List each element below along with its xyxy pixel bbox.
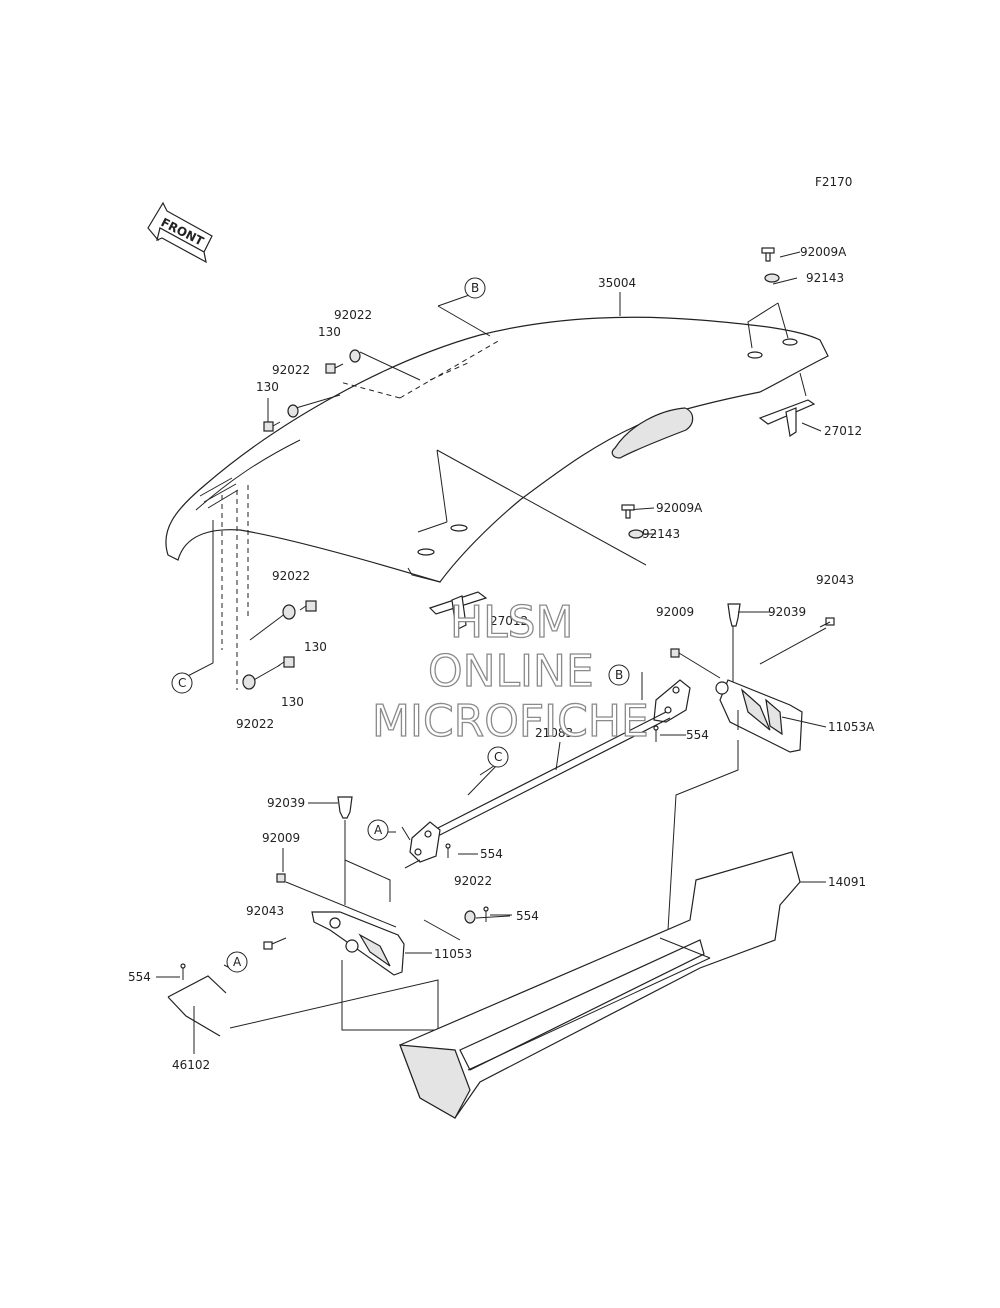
washer-92022-c xyxy=(282,604,296,620)
label-554-mid: 554 xyxy=(480,847,503,861)
bolt-130-c xyxy=(299,600,317,612)
label-130-c: 130 xyxy=(304,640,327,654)
clip-92039-right xyxy=(727,603,741,627)
label-11053A: 11053A xyxy=(828,720,875,734)
bracket-11053A xyxy=(715,679,803,753)
label-92022-a: 92022 xyxy=(334,308,372,322)
bolt-92009-right xyxy=(670,648,680,658)
label-21083: 21083 xyxy=(535,726,573,740)
bolt-92043-right xyxy=(819,617,835,628)
label-130-d: 130 xyxy=(281,695,304,709)
hinge-plate-right xyxy=(653,679,691,723)
svg-text:B: B xyxy=(471,281,479,295)
svg-text:C: C xyxy=(178,676,186,690)
label-27012-right: 27012 xyxy=(824,424,862,438)
washer-92022-d xyxy=(242,674,256,690)
pin-554-mid xyxy=(445,843,451,858)
label-92043-right: 92043 xyxy=(816,573,854,587)
washer-92022-low xyxy=(464,910,476,924)
rod-46102 xyxy=(167,975,227,1037)
bolt-92009A-top xyxy=(761,247,775,262)
svg-text:C: C xyxy=(494,750,502,764)
bolt-92009-left xyxy=(276,873,286,883)
callout-b-top: B xyxy=(464,277,486,299)
cover-14091 xyxy=(399,851,801,1119)
label-554-low: 554 xyxy=(516,909,539,923)
callout-b-right: B xyxy=(608,664,630,686)
label-92009-left: 92009 xyxy=(262,831,300,845)
svg-text:MICROFICHE: MICROFICHE xyxy=(372,696,649,747)
label-35004: 35004 xyxy=(598,276,636,290)
nut-92143-top xyxy=(764,273,780,283)
bolt-130-d xyxy=(277,656,295,668)
front-arrow-icon: FRONT xyxy=(147,201,213,264)
watermark: HLSM ONLINE MICROFICHE xyxy=(371,596,649,747)
label-92043-left: 92043 xyxy=(246,904,284,918)
svg-text:ONLINE: ONLINE xyxy=(428,646,594,697)
label-92143-mid: 92143 xyxy=(642,527,680,541)
label-554-right: 554 xyxy=(686,728,709,742)
label-92009A-mid: 92009A xyxy=(656,501,703,515)
bolt-130-b xyxy=(263,421,281,432)
upper-cover-35004 xyxy=(165,316,829,690)
bolt-92009A-mid xyxy=(621,504,635,519)
callout-a-mid: A xyxy=(367,819,389,841)
label-92022-d: 92022 xyxy=(236,717,274,731)
bolt-130-a xyxy=(325,363,344,374)
rod-21083 xyxy=(429,711,671,839)
label-92022-c: 92022 xyxy=(272,569,310,583)
svg-text:A: A xyxy=(233,955,242,969)
label-92009-right: 92009 xyxy=(656,605,694,619)
label-92039-right: 92039 xyxy=(768,605,806,619)
label-46102: 46102 xyxy=(172,1058,210,1072)
callout-c-left: C xyxy=(171,672,193,694)
label-92039-left: 92039 xyxy=(267,796,305,810)
pin-554-left xyxy=(180,963,186,980)
label-92009A-top: 92009A xyxy=(800,245,847,259)
hinge-plate-left xyxy=(409,821,441,863)
bolt-92043-left xyxy=(263,937,287,950)
pin-554-right xyxy=(653,725,659,742)
svg-text:HLSM: HLSM xyxy=(450,597,574,648)
label-14091: 14091 xyxy=(828,875,866,889)
svg-text:B: B xyxy=(615,668,623,682)
bracket-27012-right xyxy=(758,399,816,438)
clip-92039-left xyxy=(337,796,353,819)
label-11053: 11053 xyxy=(434,947,472,961)
label-130-b: 130 xyxy=(256,380,279,394)
label-92022-low: 92022 xyxy=(454,874,492,888)
svg-text:A: A xyxy=(374,823,383,837)
label-27012-center: 27012 xyxy=(490,614,528,628)
washer-92022-b xyxy=(287,404,299,418)
bracket-11053 xyxy=(311,911,405,976)
label-92143-top: 92143 xyxy=(806,271,844,285)
bracket-27012-center xyxy=(428,591,488,631)
label-554-left: 554 xyxy=(128,970,151,984)
nut-92143-mid xyxy=(628,529,644,539)
pin-554-low xyxy=(483,906,489,922)
washer-92022-a xyxy=(349,349,361,363)
label-92022-b: 92022 xyxy=(272,363,310,377)
label-130-a: 130 xyxy=(318,325,341,339)
callout-c-mid: C xyxy=(487,746,509,768)
callout-a-left: A xyxy=(226,951,248,973)
figure-code: F2170 xyxy=(815,175,852,189)
